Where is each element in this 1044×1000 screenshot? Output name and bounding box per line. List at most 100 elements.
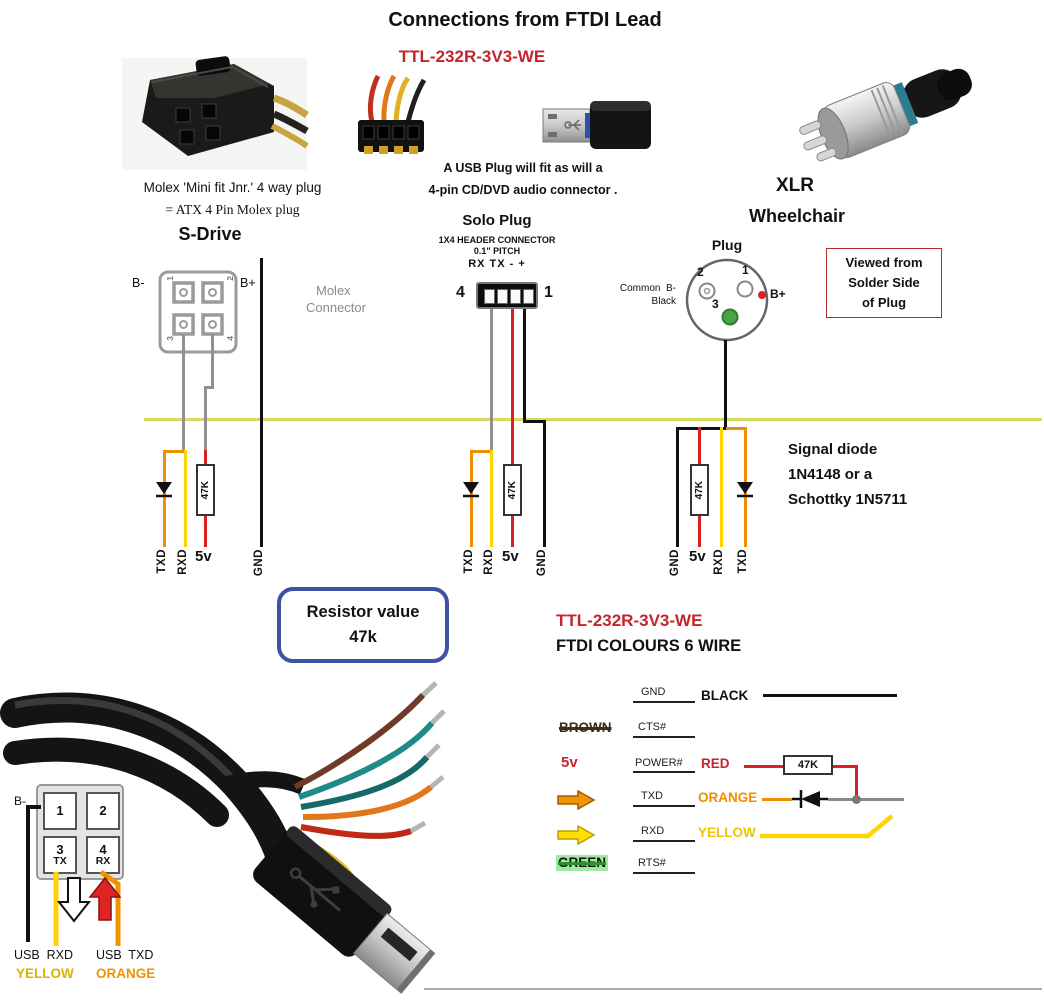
usb-note-line1: A USB Plug will fit as will a	[443, 161, 603, 175]
gnd-wire	[724, 340, 727, 430]
5v-label: 5v	[561, 754, 578, 771]
molex-plug-photo	[122, 56, 309, 170]
rxd-label: RXD	[713, 549, 725, 575]
gnd-wire	[676, 427, 727, 430]
strikethrough-label: GREEN	[556, 855, 609, 872]
molex-photo-caption: Molex 'Mini fit Jnr.' 4 way plug	[143, 180, 322, 195]
sdrive-pin4-number: 4	[225, 336, 235, 341]
pin-underline	[633, 771, 695, 773]
resistor-47k: 47K	[503, 464, 522, 516]
gnd-wire	[260, 258, 263, 547]
wheelchair-label: Wheelchair	[748, 206, 846, 226]
sdrive-pin3-number: 3	[165, 336, 175, 341]
red-wire-line	[744, 765, 783, 768]
solo-plug-heading: Solo Plug	[462, 212, 532, 229]
header-pin	[497, 289, 508, 304]
red-wire-line	[833, 765, 858, 768]
signal-label: POWER#	[635, 757, 683, 769]
orange-wire-label: ORANGE	[96, 966, 156, 981]
molex-connector-note: Molex	[316, 283, 351, 298]
black-wire-line	[763, 694, 897, 697]
sdrive-connector-diagram	[158, 270, 238, 354]
resistor-47k: 47K	[690, 464, 709, 516]
molex-pin-3: 3 TX	[43, 836, 77, 874]
signal-diode-note2: 1N4148 or a	[788, 466, 873, 483]
black-wire	[26, 805, 41, 942]
bottom-wires-overlay	[26, 805, 122, 946]
pin-signal: TX	[53, 855, 67, 868]
wire-color-label: RED	[701, 756, 730, 771]
plug-heading: Plug	[711, 237, 743, 253]
5v-wire	[511, 516, 514, 547]
xlr-label: XLR	[776, 175, 814, 196]
sdrive-heading: S-Drive	[178, 224, 242, 244]
viewed-line2: Solder Side	[848, 275, 920, 290]
usb-rxd-label: USB RXD	[14, 948, 74, 962]
gray-wire	[211, 352, 214, 388]
gnd-wire	[676, 427, 679, 547]
viewed-line3: of Plug	[861, 295, 907, 310]
diode-symbol	[156, 482, 172, 498]
molex-connector-note2: Connector	[306, 300, 366, 315]
usb-plug-photo	[542, 101, 651, 149]
gnd-label: GND	[536, 549, 548, 577]
down-arrow-icon	[56, 877, 92, 923]
signal-diode-note: Signal diode	[788, 441, 878, 458]
5v-label: 5v	[195, 548, 212, 565]
bottom-bminus-label: B-	[14, 794, 26, 808]
viewed-line1: Viewed from	[845, 255, 923, 270]
resistor-value-callout: Resistor value 47k	[277, 587, 449, 663]
divider-line	[144, 418, 1042, 421]
gray-wire	[204, 386, 207, 452]
signal-label: GND	[641, 686, 666, 698]
txd-wire	[163, 450, 166, 547]
ftdi-cable-photo	[0, 681, 446, 994]
sdrive-bplus-label: B+	[240, 276, 256, 290]
txd-label: TXD	[156, 549, 168, 574]
5v-wire	[204, 516, 207, 547]
solo-connector-diagram	[476, 282, 538, 309]
junction-dot	[852, 795, 861, 804]
header-pin	[484, 289, 495, 304]
xlr-black-label: Black	[651, 296, 676, 307]
signal-diode-note3: Schottky 1N5711	[788, 491, 908, 508]
rxd-wire	[720, 427, 723, 547]
rxd-wire	[490, 450, 493, 547]
rxd-arrow-icon	[557, 824, 596, 846]
yellow-wire-line	[760, 814, 894, 839]
rxd-label: RXD	[177, 549, 189, 575]
xlr-common-label: Common B-	[612, 283, 676, 295]
txd-label: TXD	[737, 549, 749, 574]
rxd-wire	[184, 450, 187, 547]
txd-label: TXD	[463, 549, 475, 574]
pin-underline	[633, 736, 695, 738]
gray-wire	[490, 309, 493, 452]
sdrive-pin2-number: 2	[225, 276, 235, 281]
ftdi-model-label: TTL-232R-3V3-WE	[398, 47, 546, 66]
diode-symbol	[463, 482, 479, 498]
resistor-value: 47K	[797, 759, 819, 771]
diode-symbol	[792, 790, 828, 808]
red-wire-line	[855, 766, 858, 802]
solo-pin-row-label: RX TX - +	[468, 258, 526, 270]
solo-pin1-number: 1	[544, 284, 553, 301]
pin-number: 4	[99, 841, 107, 857]
sdrive-pin1-number: 1	[165, 276, 175, 281]
5v-wire	[698, 427, 701, 465]
gnd-wire	[523, 420, 546, 423]
pin-underline	[633, 701, 695, 703]
5v-wire	[698, 516, 701, 547]
signal-label: CTS#	[638, 721, 667, 733]
wire-color-label: ORANGE	[698, 790, 758, 805]
signal-label: RXD	[641, 825, 665, 837]
molex-pin-2: 2	[86, 792, 120, 830]
pin-underline	[633, 805, 695, 807]
solo-pin4-number: 4	[456, 284, 465, 301]
gray-wire	[204, 386, 214, 389]
txd-wire	[163, 450, 187, 453]
sdrive-bminus-label: B-	[132, 276, 145, 290]
solo-sub1: 1X4 HEADER CONNECTOR	[438, 235, 556, 245]
header-connector-photo	[358, 74, 427, 154]
txd-wire	[470, 450, 493, 453]
